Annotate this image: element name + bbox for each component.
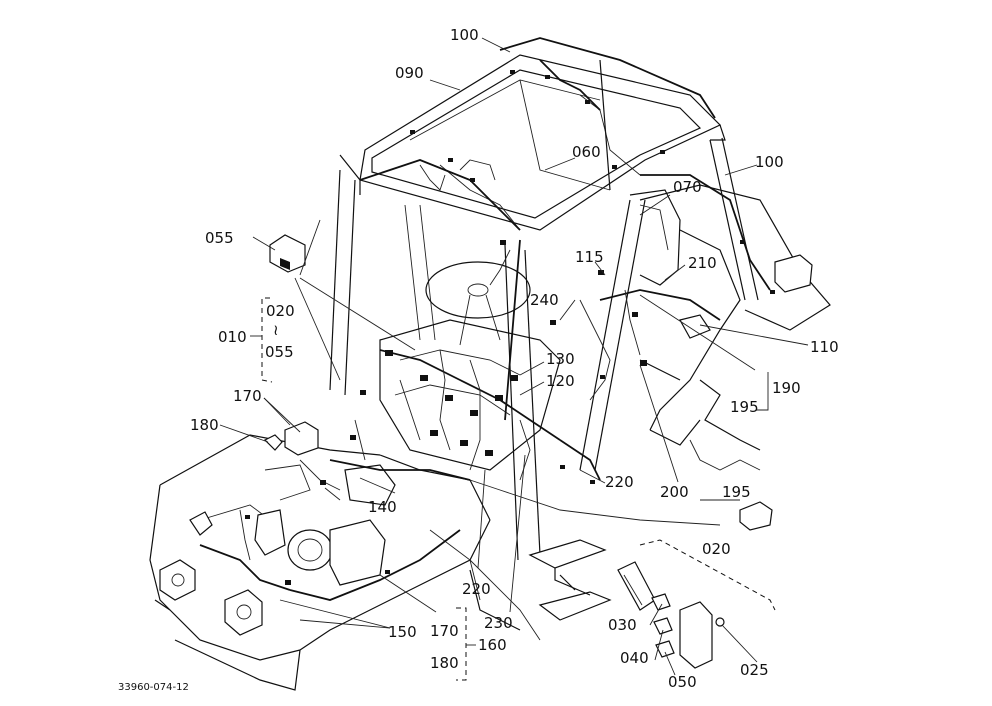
callout-220-low: 220 bbox=[462, 580, 491, 598]
part-180-connector bbox=[263, 434, 283, 451]
rear-fender bbox=[639, 184, 831, 471]
callout-100-top: 100 bbox=[450, 26, 479, 44]
part-170-fuse-box bbox=[284, 421, 319, 456]
figure-code: 33960-074-12 bbox=[118, 682, 189, 693]
part-right-lamp bbox=[774, 254, 813, 293]
part-025-cover bbox=[679, 601, 713, 669]
callout-195-group: 195 bbox=[730, 398, 759, 416]
callout-025: 025 bbox=[740, 661, 769, 679]
callout-040: 040 bbox=[620, 649, 649, 667]
callout-030: 030 bbox=[608, 616, 637, 634]
group-bracket-010 bbox=[250, 297, 273, 383]
callout-070: 070 bbox=[673, 178, 702, 196]
callout-180-low: 180 bbox=[430, 654, 459, 672]
part-195-connector bbox=[739, 501, 773, 531]
part-110-bracket bbox=[679, 314, 711, 339]
callout-230: 230 bbox=[484, 614, 513, 632]
callout-020-group: 020 bbox=[266, 302, 295, 320]
group-bracket-020-kit bbox=[639, 539, 776, 611]
steps bbox=[469, 539, 612, 631]
callout-170-top: 170 bbox=[233, 387, 262, 405]
callout-140: 140 bbox=[368, 498, 397, 516]
headlights bbox=[159, 559, 263, 636]
group-bracket-160 bbox=[456, 607, 476, 681]
callout-150: 150 bbox=[388, 623, 417, 641]
callout-180-top: 180 bbox=[190, 416, 219, 434]
callout-130: 130 bbox=[546, 350, 575, 368]
callout-060: 060 bbox=[572, 143, 601, 161]
callout-010: 010 bbox=[218, 328, 247, 346]
harness-connectors bbox=[245, 70, 775, 585]
dashboard bbox=[379, 319, 561, 471]
leader-lines bbox=[219, 37, 809, 676]
callout-labels: 100 090 060 100 070 055 115 210 240 020 … bbox=[190, 26, 839, 691]
cab-posts bbox=[329, 59, 759, 561]
callout-160: 160 bbox=[478, 636, 507, 654]
part-030-040-050-bulbs bbox=[651, 593, 725, 658]
callout-210: 210 bbox=[688, 254, 717, 272]
callout-240: 240 bbox=[530, 291, 559, 309]
callout-220-right: 220 bbox=[605, 473, 634, 491]
part-055-relay bbox=[269, 234, 306, 273]
callout-115: 115 bbox=[575, 248, 604, 266]
callout-110: 110 bbox=[810, 338, 839, 356]
callout-170-low: 170 bbox=[430, 622, 459, 640]
callout-050: 050 bbox=[668, 673, 697, 691]
engine-parts bbox=[189, 464, 396, 586]
operator-seat bbox=[629, 189, 681, 286]
group-bracket-190 bbox=[756, 372, 769, 411]
callout-tilde: ≀ bbox=[273, 321, 279, 339]
callout-200: 200 bbox=[660, 483, 689, 501]
callout-195-right: 195 bbox=[722, 483, 751, 501]
callout-190: 190 bbox=[772, 379, 801, 397]
callout-090: 090 bbox=[395, 64, 424, 82]
part-020-flasher bbox=[617, 561, 656, 611]
callout-020-kit: 020 bbox=[702, 540, 731, 558]
callout-055-top: 055 bbox=[205, 229, 234, 247]
callout-055-group: 055 bbox=[265, 343, 294, 361]
steering-wheel bbox=[425, 261, 531, 346]
callout-100-right: 100 bbox=[755, 153, 784, 171]
callout-120: 120 bbox=[546, 372, 575, 390]
